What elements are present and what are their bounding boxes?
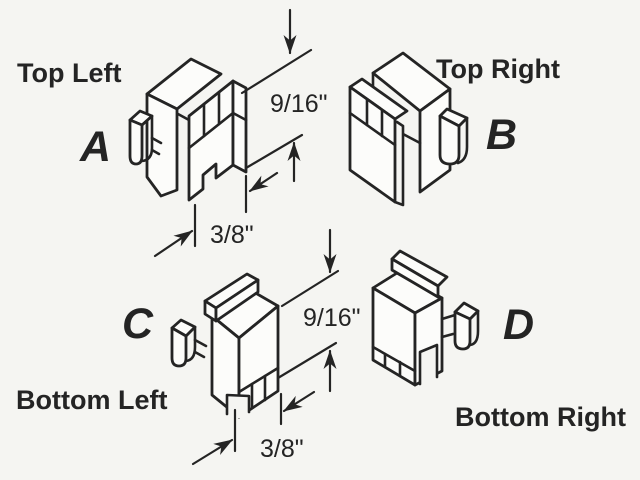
clip-a-illustration xyxy=(128,57,248,202)
clip-d-notch xyxy=(418,343,439,386)
top-height-dimension xyxy=(240,8,313,183)
bottom-height-ext-line-upper xyxy=(280,269,340,308)
clip-c-notch-mask xyxy=(227,395,249,418)
dimension-label-bottom-width: 3/8" xyxy=(260,435,304,463)
clip-b-tab-front xyxy=(438,114,461,166)
position-label-bottom-right: Bottom Right xyxy=(455,402,626,432)
clip-a-plate-face xyxy=(187,79,235,202)
clip-c-notch xyxy=(225,393,251,416)
part-letter-c: C xyxy=(122,300,154,348)
clip-c-tab-front xyxy=(170,326,188,368)
clip-d-tab-side xyxy=(468,309,480,347)
bottom-width-dimension xyxy=(191,390,316,466)
top-width-arrow-right xyxy=(153,229,194,258)
part-letter-b: B xyxy=(486,111,517,159)
position-label-top-right: Top Right xyxy=(436,54,560,84)
clip-b-plate-face xyxy=(348,85,397,204)
clip-a-tab-front xyxy=(128,118,144,166)
top-width-dimension xyxy=(153,171,279,258)
clip-b-slot-lines xyxy=(393,120,422,207)
clip-d-panel-band xyxy=(371,345,417,373)
position-label-bottom-left: Bottom Left xyxy=(16,385,167,415)
top-height-ext-line-upper xyxy=(240,48,313,95)
clip-b-tab-side xyxy=(456,116,469,165)
clip-a-channel-bridge xyxy=(176,112,191,122)
part-letter-a: A xyxy=(79,123,111,171)
bottom-width-arrow-right xyxy=(191,438,234,466)
clip-c-panel-band xyxy=(237,366,280,394)
clip-b-panel-band xyxy=(348,111,397,147)
top-height-ext-line-lower xyxy=(244,133,304,170)
top-width-arrow-left xyxy=(248,171,279,193)
bottom-height-ext-line-lower xyxy=(276,341,338,380)
clip-c-tab-side xyxy=(184,325,197,363)
clip-d-notch-mask xyxy=(420,345,437,386)
clip-d-hook-stub xyxy=(440,313,457,339)
part-letter-d: D xyxy=(503,301,534,349)
dimension-label-bottom-height: 9/16" xyxy=(303,304,361,332)
clip-c-tab-arm xyxy=(193,338,208,359)
clip-c-illustration xyxy=(170,272,280,419)
clip-a-tab-side xyxy=(140,114,154,163)
clip-a-tab-arm xyxy=(150,136,163,156)
clip-a-plate-side xyxy=(231,79,248,174)
clip-d-illustration xyxy=(371,249,480,387)
bottom-height-dimension xyxy=(276,228,340,393)
dimension-label-top-height: 9/16" xyxy=(270,90,328,118)
clip-b-illustration xyxy=(348,51,469,207)
clip-d-flange-front xyxy=(390,257,440,299)
clip-c-flange-right xyxy=(214,278,260,323)
position-label-top-left: Top Left xyxy=(17,58,121,88)
bottom-width-arrow-left xyxy=(282,390,316,413)
clip-d-tab-front xyxy=(453,310,472,351)
dimension-label-top-width: 3/8" xyxy=(210,221,254,249)
clip-a-slab-front xyxy=(145,92,179,198)
